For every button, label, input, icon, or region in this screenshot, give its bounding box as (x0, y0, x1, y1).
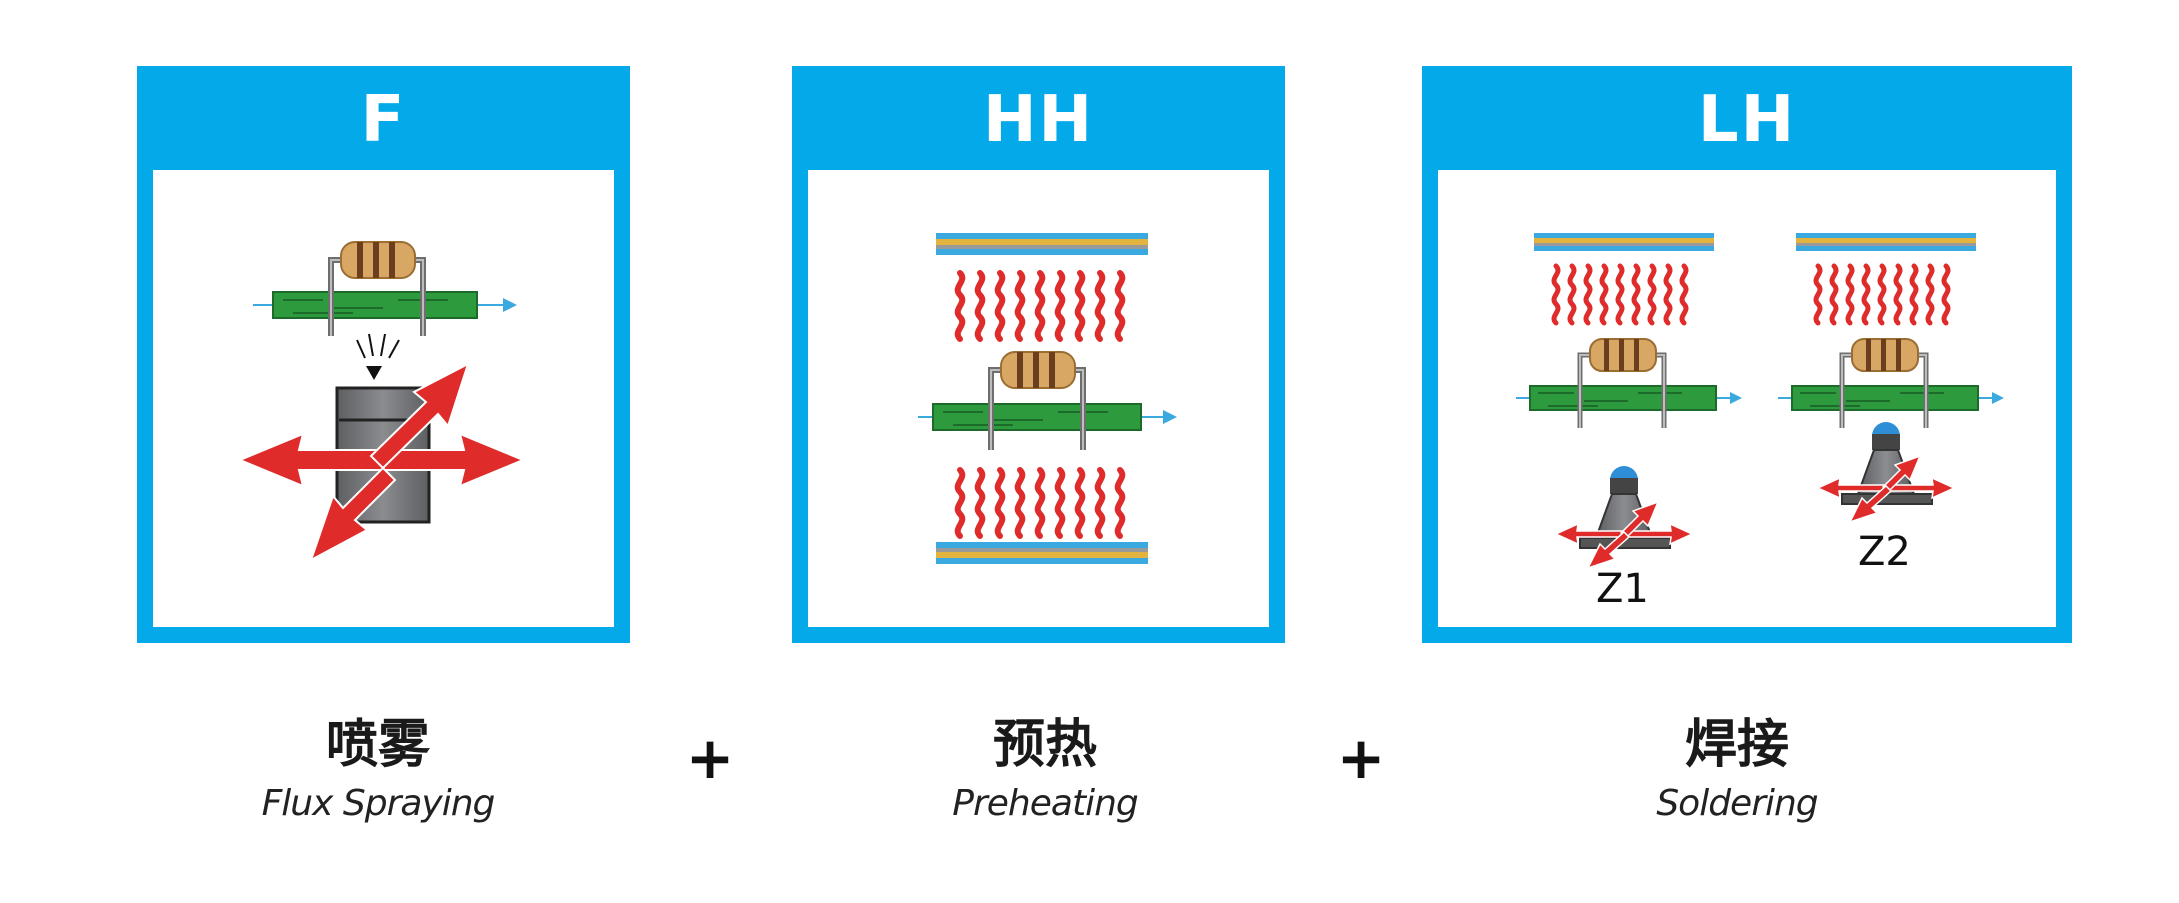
zone-1-movement-arrows-icon (1554, 500, 1694, 570)
panel-title-hh: HH (982, 83, 1095, 157)
bottom-heater-plate-icon (936, 542, 1148, 564)
step-soldering-en: Soldering (1656, 783, 1818, 824)
zone-2-heater-plate-icon (1796, 233, 1976, 251)
spray-burst-icon (356, 333, 400, 380)
resistor-on-pcb-icon (253, 241, 517, 336)
zone-1-label: Z1 (1596, 566, 1649, 612)
zone-2-solder-nozzle-icon (1841, 422, 1933, 505)
resistor-on-pcb-icon (918, 351, 1177, 450)
step-soldering-label: 焊接 Soldering (1572, 712, 1902, 830)
movement-arrows-icon (237, 361, 526, 563)
step-preheat-en: Preheating (952, 783, 1138, 824)
step-preheat-cn: 预热 (992, 714, 1097, 775)
zone-2-movement-arrows-icon (1816, 454, 1956, 524)
step-flux-cn: 喷雾 (325, 714, 430, 775)
step-flux-en: Flux Spraying (261, 783, 496, 824)
panel-body-preheat (808, 170, 1269, 627)
panel-preheat: HH (792, 66, 1285, 643)
panel-body-flux (153, 170, 614, 627)
zone-1-heater-plate-icon (1534, 233, 1714, 251)
panel-title-f: F (360, 83, 407, 157)
plus-separator-2: + (1336, 724, 1386, 792)
zone-2-resistor-on-pcb-icon (1778, 338, 2004, 428)
step-soldering-cn: 焊接 (1684, 714, 1789, 775)
panel-body-soldering: Z1 (1438, 170, 2056, 627)
top-heat-waves-icon (954, 270, 1126, 342)
panel-title-lh: LH (1697, 83, 1797, 157)
flux-spraying-diagram (237, 241, 526, 563)
zone-2-heat-waves-icon (1813, 263, 1951, 326)
top-heater-plate-icon (936, 233, 1148, 255)
soldering-diagram: Z1 (1516, 233, 2004, 612)
zone-2-label: Z2 (1858, 529, 1911, 575)
step-flux-label: 喷雾 Flux Spraying (213, 712, 543, 830)
panel-soldering: LH (1422, 66, 2072, 643)
zone-1-heat-waves-icon (1551, 263, 1689, 326)
preheating-diagram (918, 233, 1177, 564)
panel-flux: F (137, 66, 630, 643)
zone-1-resistor-on-pcb-icon (1516, 338, 1742, 428)
bottom-heat-waves-icon (954, 467, 1126, 539)
step-preheat-label: 预热 Preheating (880, 712, 1210, 830)
plus-separator-1: + (685, 724, 735, 792)
